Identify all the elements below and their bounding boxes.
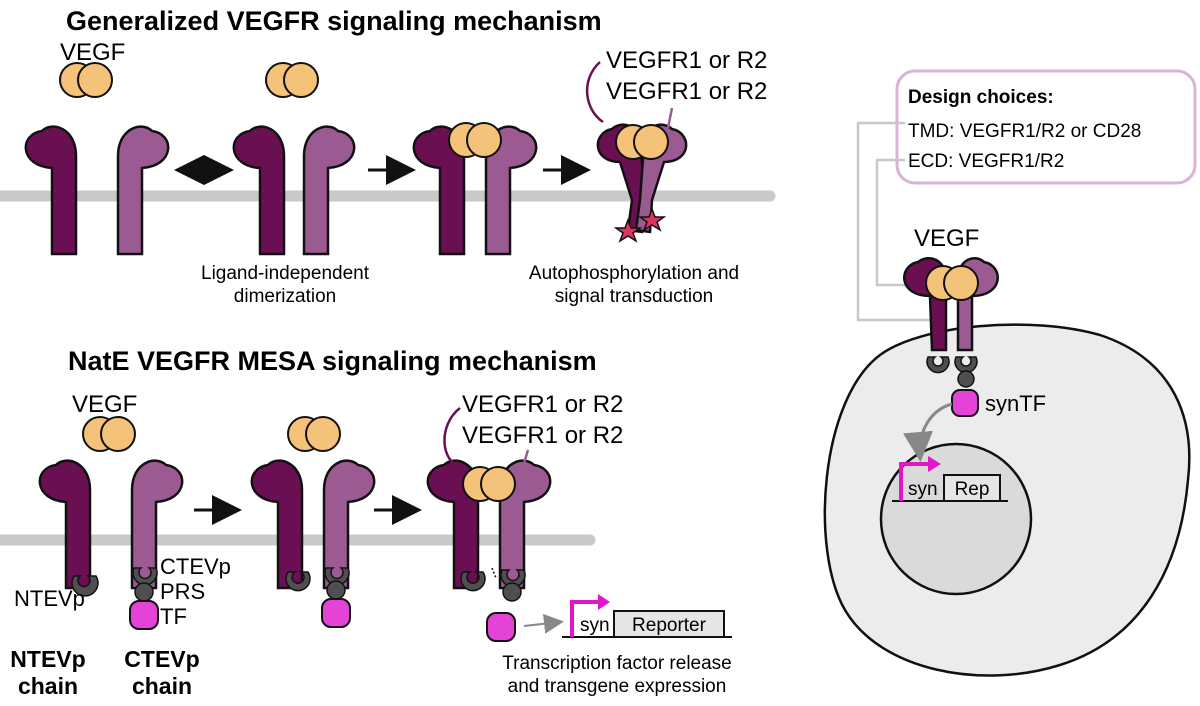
top-vegf-label: VEGF [60,39,125,66]
prs-site-icon [134,582,154,602]
reporter-gene-box [613,610,725,638]
ntevp-chain-label-line1: NTEVp [10,646,85,672]
nucleus-promoter-arrowhead-icon [928,456,941,472]
design-choices-box [895,69,1197,185]
receptor-monomer-dark [24,125,78,256]
top-callout-line1: VEGFR1 or R2 [606,47,767,74]
receptor-monomer-dark [232,125,286,256]
cleavage-mark [491,567,497,579]
nucleus-reporter-box [943,474,1001,502]
callout-line-dark [585,61,604,124]
ctevp-protease-icon [500,569,526,588]
caption-dimerization-line1: Ligand-independent [201,263,370,284]
prs-site-icon [502,582,522,602]
ctevp-protease-icon [324,567,350,586]
vegf-ligand-icon [287,416,341,452]
top-callout-line2: VEGFR1 or R2 [606,78,767,105]
syntf-block-icon [951,389,979,417]
cell-nucleus [879,442,1033,596]
ctevp-chain-label-line2: chain [132,673,192,699]
callout-line-light [666,107,674,129]
syntf-to-nucleus-arrow [903,402,953,462]
vegf-ligand-icon [462,466,516,502]
prs-site-icon [326,580,346,600]
prs-site-icon [957,370,975,388]
promoter-arrowhead-icon [598,594,610,610]
caption-autophos-line1: Autophosphorylation and [529,263,739,284]
ctevp-label: CTEVp [160,554,231,579]
caption-release-line2: and transgene expression [508,676,727,697]
phospho-star-icon [637,206,667,232]
caption-autophos-line2: signal transduction [555,286,713,307]
reporter-label: Reporter [632,615,707,636]
callout-line-dark [443,407,463,470]
bottom-panel-title: NatE VEGFR MESA signaling mechanism [68,346,597,376]
design-choices-title: Design choices: [908,87,1054,108]
callout-line-light [520,449,530,471]
bottom-callout-line1: VEGFR1 or R2 [462,391,623,418]
right-vegf-label: VEGF [914,225,979,252]
promoter-arrow-icon [570,600,600,637]
receptor-monomer-light [116,125,170,256]
ctevp-chain-label-line1: CTEVp [124,646,199,672]
ntevp-protease-icon [71,575,99,597]
tf-block-icon [321,598,351,628]
vegf-ligand-icon [265,62,319,98]
ntevp-label: NTEVp [14,586,85,611]
ntevp-protease-icon [460,571,486,592]
vegf-ligand-icon [82,416,136,452]
design-ecd-label: ECD: VEGFR1/R2 [908,151,1064,172]
mesa-ntevp-chain [38,459,92,590]
ntevp-protease-icon [285,571,311,592]
caption-dimerization-line2: dimerization [234,286,336,307]
tf-to-reporter-arrow [523,613,564,634]
ctevp-protease-icon [954,356,978,374]
design-tmd-label: TMD: VEGFR1/R2 or CD28 [908,121,1141,142]
promoter-label: syn [580,615,610,636]
tmd-connector [856,121,930,322]
ctevp-protease-icon [132,567,158,586]
top-panel-title: Generalized VEGFR signaling mechanism [66,6,602,36]
vegf-ligand-icon [615,124,669,160]
vegf-ligand-icon [925,265,979,301]
nucleus-promoter-arrow-icon [899,462,930,501]
released-tf-icon [486,612,516,642]
ntevp-protease-icon [926,356,950,374]
receptor-monomer-light [302,125,356,256]
ntevp-chain-label-line2: chain [18,673,78,699]
bottom-vegf-label: VEGF [72,391,137,418]
nucleus-promoter-label: syn [908,479,938,500]
mesa-ntevp-chain [250,459,304,590]
prs-label: PRS [160,579,205,604]
phospho-star-icon [613,217,643,243]
syntf-label: synTF [985,391,1046,416]
ecd-connector [875,158,910,287]
bottom-callout-line2: VEGFR1 or R2 [462,422,623,449]
tf-block-icon [129,600,159,630]
nucleus-reporter-label: Rep [955,479,990,500]
vegf-ligand-icon [448,122,502,158]
tf-label: TF [160,604,187,629]
vegf-ligand-icon [59,62,113,98]
caption-release-line1: Transcription factor release [502,653,732,674]
